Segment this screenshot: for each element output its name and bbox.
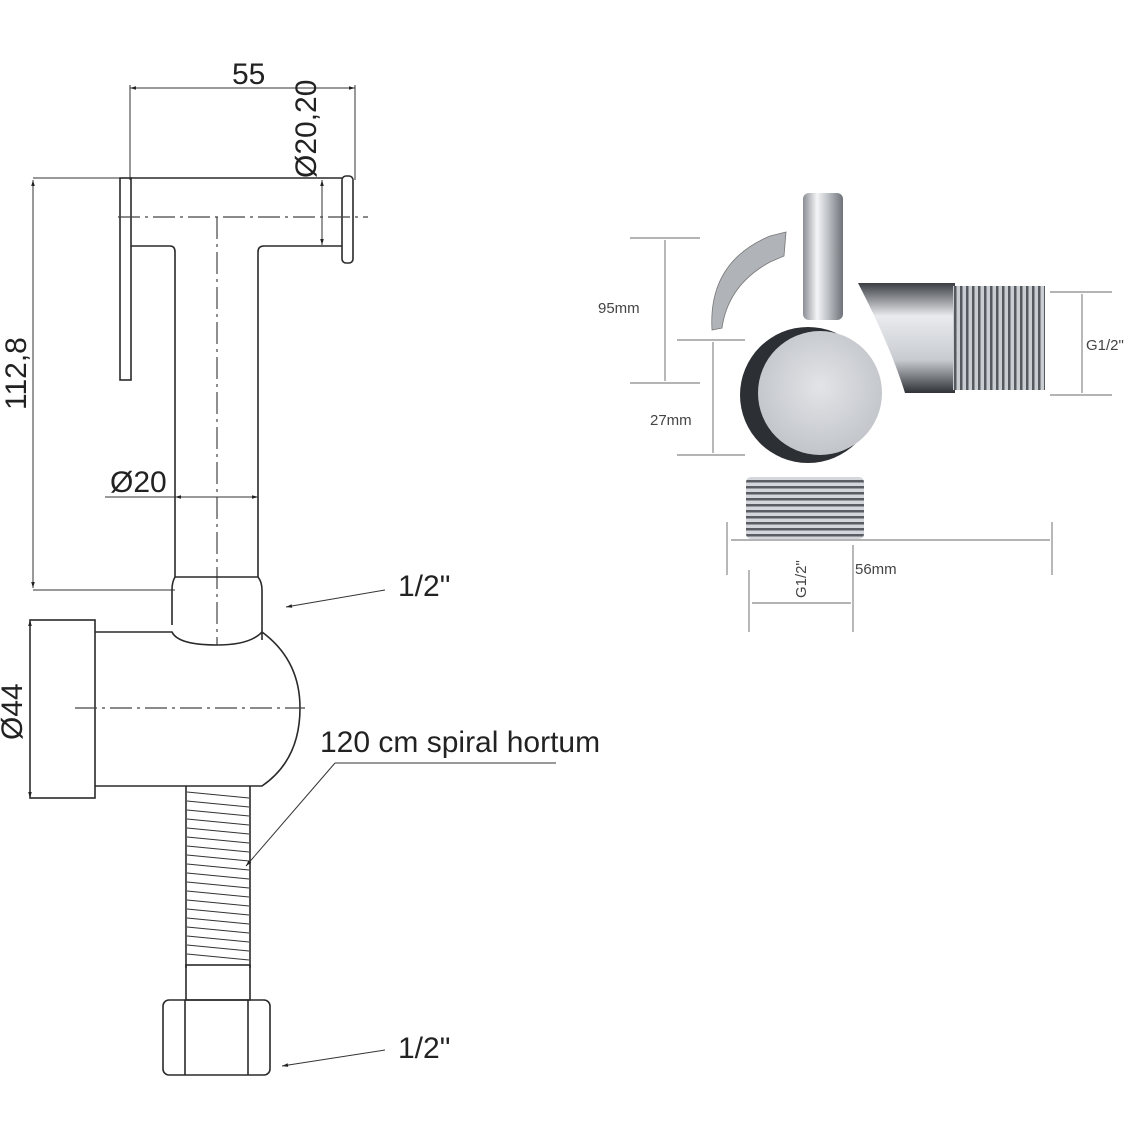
spiral-hose [185, 786, 251, 1001]
sprayer-drawing: 55 Ø20,20 112,8 Ø20 Ø44 [0, 58, 600, 1076]
stem-diameter-label: Ø20 [110, 466, 167, 499]
dim-27-label: 27mm [650, 412, 692, 429]
rotation-arrow-icon [711, 231, 787, 331]
dim-56-label: 56mm [855, 561, 897, 578]
bottom-hex-nut [162, 999, 271, 1076]
width-dimension-label: 55 [232, 58, 265, 91]
sprayer-nozzle [341, 175, 354, 264]
top-connection-label: 1/2" [398, 570, 450, 603]
connection-nut [171, 576, 263, 640]
dim-95-label: 95mm [598, 300, 640, 317]
hose-label: 120 cm spiral hortum [320, 726, 600, 759]
body-diameter-label: Ø44 [0, 683, 29, 740]
head-diameter-label: Ø20,20 [290, 80, 323, 178]
wall-plate [29, 619, 96, 799]
bottom-connection-label: 1/2" [398, 1032, 450, 1065]
valve-lever [803, 193, 843, 320]
valve-product-view: 95mm 27mm G1/2" 56mm G1/2" [598, 193, 1124, 632]
outlet-pipe [858, 283, 955, 393]
height-dimension-label: 112,8 [0, 337, 33, 410]
valve-handle-disc [758, 331, 882, 455]
inlet-thread [746, 477, 864, 539]
valve-body [95, 630, 301, 787]
sprayer-trigger [119, 177, 132, 381]
outlet-thread-label: G1/2" [1086, 337, 1124, 354]
inlet-thread-label: G1/2" [793, 560, 810, 598]
sprayer-body [131, 177, 342, 577]
outlet-thread [953, 286, 1045, 390]
